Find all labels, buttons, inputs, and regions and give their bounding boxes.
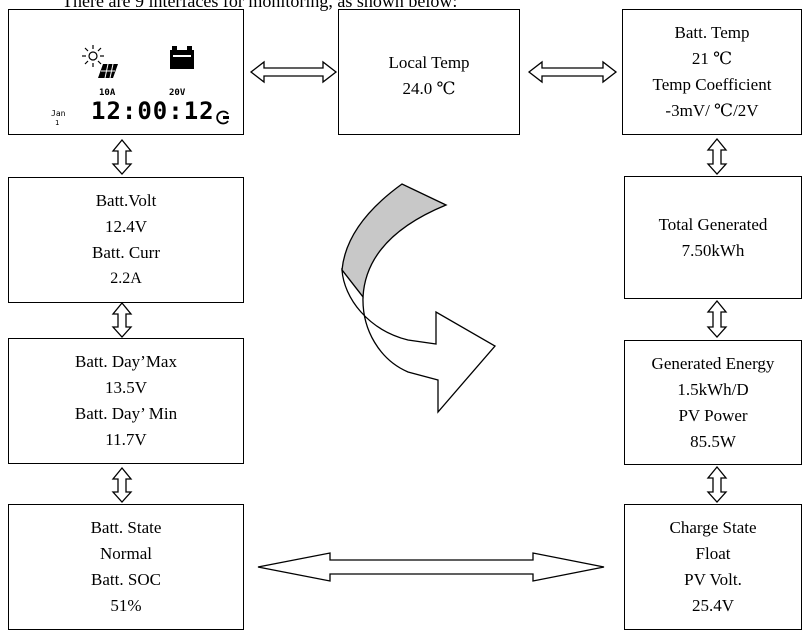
temp-coefficient-value: -3mV/ ℃/2V — [665, 101, 759, 120]
batt-day-min-value: 11.7V — [105, 430, 147, 449]
pv-volt-value: 25.4V — [691, 596, 735, 615]
batt-state-box: Batt. State Normal Batt. SOC 51% — [8, 504, 244, 630]
lcd-date-day: 1 — [55, 119, 60, 127]
batt-curr-value: 2.2A — [110, 270, 142, 287]
batt-temp-value: 21 ℃ — [691, 49, 733, 68]
temp-coefficient-label: Temp Coefficient — [652, 75, 772, 94]
batt-day-max-value: 13.5V — [104, 378, 148, 397]
batt-curr-label: Batt. Curr — [92, 243, 160, 262]
curved-cycle-arrow — [341, 183, 497, 414]
total-generated-value: 7.50kWh — [681, 240, 745, 260]
pv-power-label: PV Power — [678, 405, 748, 425]
batt-temp-label: Batt. Temp — [674, 23, 750, 42]
charge-state-box: Charge State Float PV Volt. 25.4V — [624, 504, 802, 630]
double-arrow-battvolt-battday — [111, 301, 133, 338]
lcd-date-month: Jan — [51, 109, 66, 118]
generated-energy-value: 1.5kWh/D — [677, 379, 749, 399]
battery-icon — [170, 46, 194, 69]
sun-icon — [82, 45, 104, 67]
pv-power-value: 85.5W — [690, 431, 736, 451]
local-temp-box: Local Temp 24.0 ℃ — [338, 9, 520, 135]
batt-volt-box: Batt.Volt 12.4V Batt. Curr 2.2A — [8, 177, 244, 303]
generated-energy-label: Generated Energy — [651, 353, 775, 373]
double-arrow-lcd-localtemp — [249, 60, 338, 84]
lcd-current: 10A — [99, 88, 116, 98]
double-arrow-battstate-chargestate — [257, 552, 605, 582]
double-arrow-localtemp-batttemp — [527, 60, 618, 84]
batt-day-min-label: Batt. Day’ Min — [74, 404, 178, 423]
double-arrow-totalgen-genenergy — [706, 299, 728, 338]
load-bulb-icon — [216, 110, 229, 125]
batt-state-value: Normal — [100, 544, 152, 563]
batt-state-label: Batt. State — [90, 518, 162, 537]
double-arrow-batttemp-totalgen — [706, 137, 728, 175]
batt-volt-label: Batt.Volt — [95, 191, 157, 210]
charge-state-label: Charge State — [669, 518, 757, 537]
double-arrow-battday-battstate — [111, 466, 133, 503]
lcd-home-screen-box: 10A 20V Jan 1 12:00:12 — [8, 9, 244, 135]
batt-day-max-min-box: Batt. Day’Max 13.5V Batt. Day’ Min 11.7V — [8, 338, 244, 464]
local-temp-label: Local Temp — [388, 53, 470, 72]
total-generated-box: Total Generated 7.50kWh — [624, 176, 802, 299]
double-arrow-genenergy-chargestate — [706, 465, 728, 503]
solar-panel-icon — [98, 63, 118, 79]
local-temp-value: 24.0 ℃ — [402, 79, 456, 98]
batt-volt-value: 12.4V — [104, 217, 148, 236]
total-generated-label: Total Generated — [658, 214, 768, 234]
intro-text: There are 9 interfaces for monitoring, a… — [62, 0, 458, 11]
lcd-time: 12:00:12 — [91, 97, 215, 125]
batt-temp-box: Batt. Temp 21 ℃ Temp Coefficient -3mV/ ℃… — [622, 9, 802, 135]
batt-day-max-label: Batt. Day’Max — [75, 352, 177, 371]
pv-volt-label: PV Volt. — [684, 570, 742, 589]
lcd-voltage: 20V — [169, 88, 186, 98]
batt-soc-value: 51% — [110, 596, 142, 615]
charge-state-value: Float — [695, 544, 731, 563]
generated-energy-box: Generated Energy 1.5kWh/D PV Power 85.5W — [624, 340, 802, 465]
batt-soc-label: Batt. SOC — [91, 570, 161, 589]
double-arrow-lcd-battvolt — [111, 138, 133, 175]
